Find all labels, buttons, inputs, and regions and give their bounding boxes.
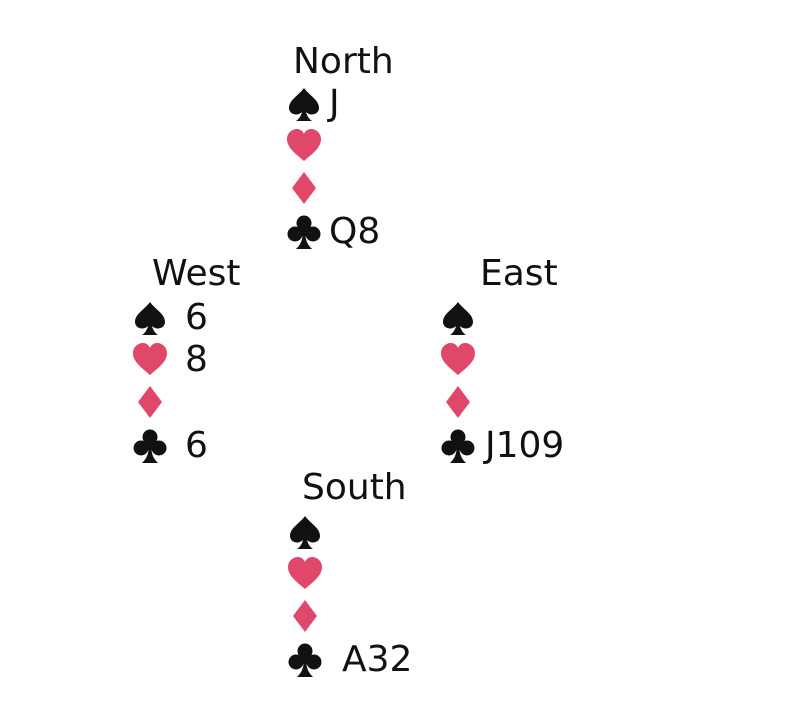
hand-name-south: South [302, 467, 407, 508]
heart-icon [438, 340, 478, 380]
cards-clubs: A32 [342, 639, 413, 680]
diamond-icon [130, 382, 170, 422]
club-icon [130, 426, 170, 466]
heart-icon [285, 554, 325, 594]
cards-spades: J [329, 83, 340, 124]
cards-clubs: Q8 [329, 211, 381, 252]
hand-name-west: West [152, 253, 241, 294]
hand-name-east: East [480, 253, 558, 294]
diamond-icon [284, 168, 324, 208]
spade-icon [285, 512, 325, 552]
heart-icon [130, 340, 170, 380]
cards-clubs: 6 [185, 425, 208, 466]
cards-hearts: 8 [185, 339, 208, 380]
diamond-icon [285, 596, 325, 636]
club-icon [438, 426, 478, 466]
spade-icon [438, 298, 478, 338]
diamond-icon [438, 382, 478, 422]
cards-spades: 6 [185, 297, 208, 338]
cards-clubs: J109 [485, 425, 565, 466]
spade-icon [284, 84, 324, 124]
club-icon [284, 212, 324, 252]
hand-name-north: North [293, 41, 394, 82]
spade-icon [130, 298, 170, 338]
club-icon [285, 640, 325, 680]
heart-icon [284, 126, 324, 166]
